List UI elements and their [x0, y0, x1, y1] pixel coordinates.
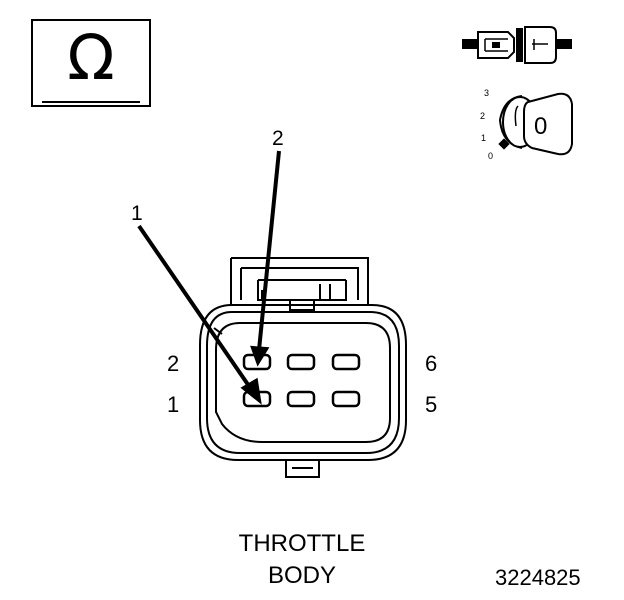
- ignition-position-3: 3: [484, 88, 490, 98]
- caption-line-2: BODY: [267, 562, 336, 589]
- terminal-cavity-5: [331, 390, 361, 408]
- figure-number: 3224825: [495, 565, 581, 590]
- ignition-key-position-label: 0: [534, 113, 548, 140]
- ohm-icon: Ω: [67, 21, 115, 94]
- pin-label-1: 1: [167, 392, 180, 417]
- ignition-position-2: 2: [480, 111, 486, 121]
- connector-bottom-key: [285, 460, 320, 478]
- disconnected-connector-icon: [462, 26, 572, 64]
- ohmmeter-symbol-box: Ω: [31, 19, 151, 107]
- callout-probe-2: 2: [272, 127, 284, 150]
- pin-1-indicator: [213, 327, 223, 335]
- terminal-cavity-3: [286, 390, 316, 408]
- connector-latch: [230, 257, 369, 311]
- ignition-position-0: 0: [488, 151, 494, 161]
- probe-2-leader: [250, 150, 281, 367]
- connector-cavity: [215, 322, 391, 443]
- connector-second-shell: [206, 311, 400, 454]
- pin-label-5: 5: [425, 392, 438, 417]
- ignition-position-1: 1: [481, 133, 487, 143]
- terminal-cavity-6: [331, 353, 361, 371]
- caption-line-1: THROTTLE: [238, 530, 366, 557]
- pin-label-2: 2: [167, 351, 180, 376]
- callout-probe-1: 1: [131, 202, 143, 225]
- ignition-key-icon: [498, 92, 573, 156]
- probe-1-leader: [137, 224, 262, 405]
- connector-outer-shell: [199, 304, 407, 461]
- ohm-baseline: [42, 101, 140, 103]
- pin-label-6: 6: [425, 351, 438, 376]
- terminal-cavity-4: [286, 353, 316, 371]
